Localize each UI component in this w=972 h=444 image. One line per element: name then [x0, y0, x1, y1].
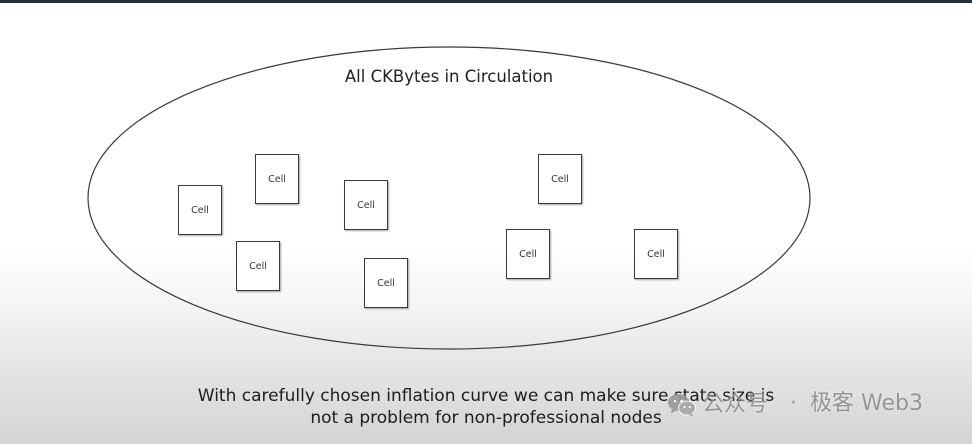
cell-label: Cell [519, 248, 537, 260]
cell-label: Cell [249, 260, 267, 272]
top-edge-bar [0, 0, 972, 3]
cell-label: Cell [377, 277, 395, 289]
wechat-icon [668, 394, 696, 417]
cell-label: Cell [551, 173, 569, 185]
watermark-account-label: 公众号 [702, 392, 769, 417]
cell-box: Cell [344, 180, 388, 230]
caption-line-2: not a problem for non-professional nodes [310, 408, 662, 428]
watermark-separator: · [790, 391, 797, 416]
slide-caption: With carefully chosen inflation curve we… [0, 385, 972, 429]
cell-box: Cell [178, 185, 222, 235]
circulation-ellipse [87, 46, 811, 350]
cell-box: Cell [634, 229, 678, 279]
watermark-name: 极客 Web3 [810, 391, 923, 416]
cell-box: Cell [236, 241, 280, 291]
cell-label: Cell [357, 199, 375, 211]
cell-label: Cell [647, 248, 665, 260]
cell-box: Cell [364, 258, 408, 308]
cell-box: Cell [506, 229, 550, 279]
ellipse-title: All CKBytes in Circulation [344, 67, 554, 86]
cell-box: Cell [255, 154, 299, 204]
cell-box: Cell [538, 154, 582, 204]
cell-label: Cell [191, 204, 209, 216]
cell-label: Cell [268, 173, 286, 185]
caption-line-1: With carefully chosen inflation curve we… [197, 386, 775, 406]
